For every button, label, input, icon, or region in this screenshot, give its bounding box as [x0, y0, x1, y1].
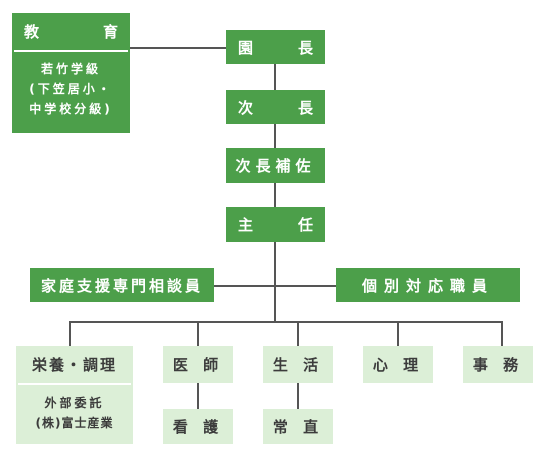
life-box: 生 活	[263, 346, 333, 383]
night-duty-box: 常 直	[263, 409, 333, 444]
psychology-label: 心 理	[372, 356, 424, 374]
chain-line-4	[274, 242, 276, 322]
branch-drop-nutrition	[69, 321, 71, 346]
chief-box: 主 任	[226, 207, 325, 242]
nutrition-sub-line-2: (株)富士産業	[35, 416, 114, 430]
vice-director-assistant-box: 次長補佐	[226, 148, 325, 183]
night-duty-label: 常 直	[272, 418, 324, 436]
education-sub-line-3: 中学校分級)	[29, 102, 113, 116]
nutrition-divider	[18, 383, 131, 385]
bottom-branch-line	[69, 321, 503, 323]
nutrition-title: 栄養・調理	[31, 356, 117, 374]
life-label: 生 活	[272, 356, 324, 374]
chain-line-3	[274, 183, 276, 207]
family-support-label: 家庭支援専門相談員	[40, 276, 203, 295]
branch-drop-doctor	[197, 321, 199, 346]
nursing-box: 看 護	[163, 409, 233, 444]
education-title-right: 育	[102, 23, 118, 41]
chief-left: 主	[238, 216, 254, 234]
education-title-left: 教	[24, 23, 40, 41]
side-connector-line	[214, 285, 336, 287]
vice-director-right: 長	[297, 98, 313, 117]
chain-line-2	[274, 124, 276, 148]
chief-right: 任	[297, 216, 313, 234]
branch-drop-office	[501, 321, 503, 346]
psychology-box: 心 理	[363, 346, 433, 383]
doctor-box: 医 師	[163, 346, 233, 383]
life-to-night-line	[297, 383, 299, 409]
nursing-label: 看 護	[172, 418, 224, 436]
doctor-label: 医 師	[172, 356, 224, 374]
doctor-to-nursing-line	[197, 383, 199, 409]
education-box: 教 育 若竹学級 (下笠居小・ 中学校分級)	[12, 13, 130, 133]
family-support-box: 家庭支援専門相談員	[30, 268, 214, 302]
nutrition-sub-line-1: 外部委託	[44, 396, 105, 410]
vice-director-box: 次 長	[226, 90, 325, 124]
director-left: 園	[238, 38, 254, 57]
education-sub-line-1: 若竹学級	[40, 62, 101, 76]
director-box: 園 長	[226, 30, 325, 64]
branch-drop-psych	[397, 321, 399, 346]
vice-director-left: 次	[238, 98, 254, 117]
vice-director-assistant-label: 次長補佐	[235, 157, 316, 175]
director-right: 長	[297, 38, 313, 57]
individual-staff-label: 個別対応職員	[361, 276, 494, 295]
education-sub-line-2: (下笠居小・	[29, 82, 113, 96]
education-divider	[14, 50, 128, 52]
office-label: 事 務	[472, 356, 524, 374]
nutrition-box: 栄養・調理 外部委託 (株)富士産業	[16, 346, 133, 444]
branch-drop-life	[297, 321, 299, 346]
edu-to-director-line	[130, 47, 226, 49]
chain-line-1	[274, 64, 276, 90]
office-box: 事 務	[463, 346, 533, 383]
individual-staff-box: 個別対応職員	[336, 268, 520, 302]
